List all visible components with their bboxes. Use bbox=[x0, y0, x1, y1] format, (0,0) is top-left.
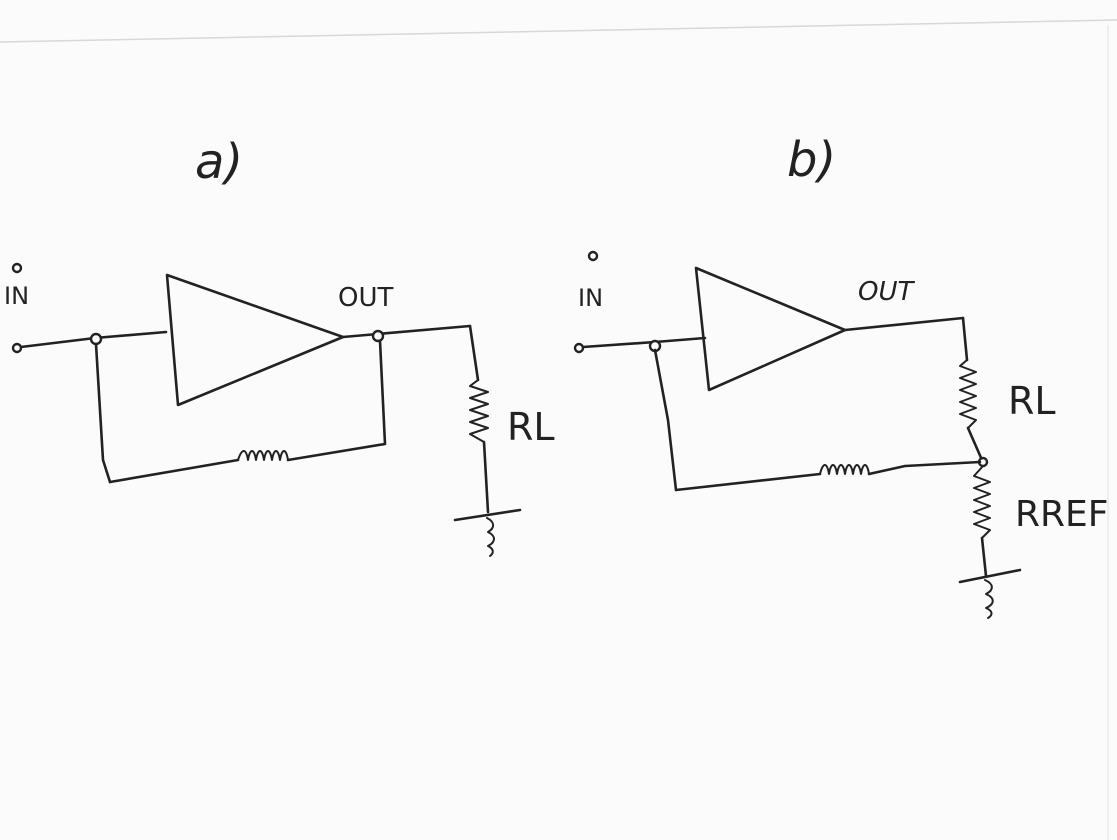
output-wire-b bbox=[843, 316, 965, 332]
load-resistor-b bbox=[959, 359, 977, 429]
amplifier-b bbox=[694, 266, 847, 392]
paper-edge bbox=[0, 19, 1117, 43]
input-terminal-open bbox=[11, 262, 23, 274]
feedback-left-wire-b bbox=[653, 348, 678, 492]
ground-bar-b bbox=[958, 568, 1022, 584]
load-wire-bottom-a bbox=[482, 440, 490, 514]
load-resistor-a bbox=[469, 379, 489, 443]
feedback-resistor-a bbox=[237, 450, 289, 461]
load-resistor-label-a: RL bbox=[507, 405, 555, 449]
amplifier-a bbox=[165, 273, 345, 407]
output-label-a: OUT bbox=[338, 283, 393, 313]
load-wire-top-a bbox=[468, 324, 480, 382]
circuit-b: b) IN OUT RL RREF bbox=[573, 132, 1108, 619]
feedback-bottom-wire-a bbox=[108, 458, 240, 484]
ground-icon-b bbox=[984, 579, 994, 619]
reference-resistor-b bbox=[973, 465, 991, 539]
output-node-a bbox=[371, 329, 385, 343]
load-wire-bottom-b bbox=[966, 426, 984, 462]
input-terminal-a bbox=[11, 342, 23, 354]
feedback-bottom-wire-b bbox=[674, 472, 822, 492]
feedback-right-wire-a bbox=[286, 339, 387, 462]
input-terminal-open-b bbox=[587, 250, 599, 262]
output-wire-a bbox=[341, 324, 472, 339]
input-terminal-b bbox=[573, 342, 585, 354]
feedback-right-wire-b bbox=[867, 460, 982, 476]
feedback-left-wire-a bbox=[94, 342, 112, 484]
load-wire-top-b bbox=[961, 316, 969, 362]
reference-resistor-label-b: RREF bbox=[1015, 494, 1108, 535]
panel-a-label: a) bbox=[195, 134, 243, 190]
ground-icon-a bbox=[486, 517, 495, 557]
panel-b-label: b) bbox=[787, 132, 836, 188]
reference-wire-bottom-b bbox=[980, 536, 988, 578]
output-label-b: OUT bbox=[858, 277, 915, 307]
input-wire-b bbox=[581, 336, 707, 349]
feedback-resistor-b bbox=[819, 464, 870, 475]
input-label-a: IN bbox=[4, 282, 29, 310]
load-resistor-label-b: RL bbox=[1008, 379, 1056, 423]
ground-bar-a bbox=[453, 508, 522, 522]
circuit-a: a) IN OUT RL bbox=[4, 134, 555, 557]
input-label-b: IN bbox=[578, 284, 603, 312]
input-node-a bbox=[89, 332, 103, 346]
